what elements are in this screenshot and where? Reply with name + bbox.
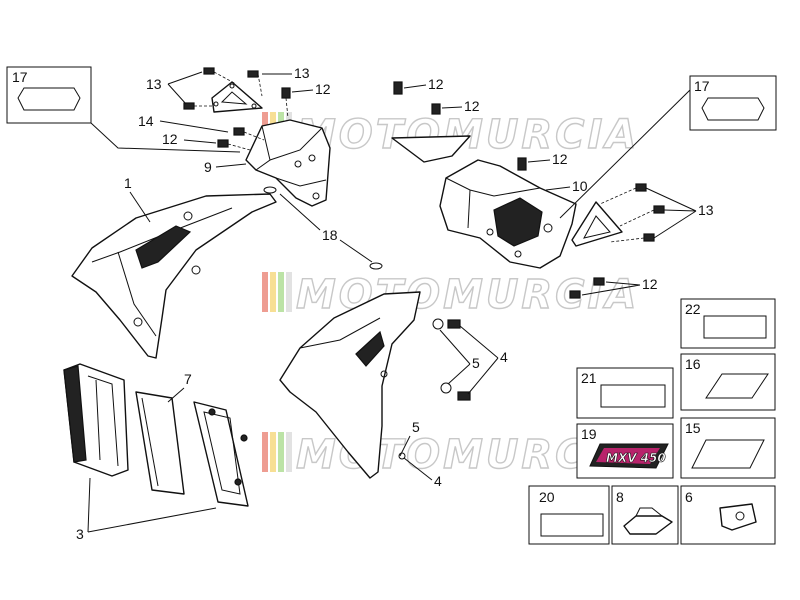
box-17-right: 17 [689,75,777,131]
part-centre-top-clip [391,81,471,163]
box-6: 6 [680,485,776,545]
box-17-left: 17 [6,66,92,124]
callout-18: 18 [322,227,338,243]
callout-12-top-left: 12 [315,81,331,97]
leader-12-right-top [527,159,551,163]
leader-12-top-left [291,89,314,93]
leader-14 [159,120,229,133]
leader-5-upper [439,329,471,385]
part-radiator-frame [193,401,249,507]
leader-10 [545,186,571,191]
box-19: MXV 450 19 [576,423,674,479]
callout-12-left: 12 [162,131,178,147]
callout-12-right-bottom: 12 [642,276,658,292]
leader-1 [129,191,151,223]
part-3-radiator-louvre [63,363,129,477]
callout-5-lower: 5 [412,419,420,435]
callout-10: 10 [572,178,588,194]
leader-12-centre-b [441,106,463,109]
callout-3: 3 [76,526,84,542]
callout-12-centre-a: 12 [428,76,444,92]
part-18-grommet-a [263,186,277,194]
callout-13-top: 13 [294,65,310,81]
box-21: 21 [576,367,674,419]
callout-14: 14 [138,113,154,129]
part-triangle-plate-left [211,81,263,113]
box-19-decal-text: MXV 450 [606,451,666,465]
part-4-5-fasteners [432,318,471,401]
callout-4-lower: 4 [434,473,442,489]
callout-12-centre-b: 12 [464,98,480,114]
part-1-side-panel [71,193,277,359]
leader-4-upper [459,325,499,395]
callout-4-upper: 4 [500,349,508,365]
part-9-bracket [245,119,331,207]
watermark-text-top: MOTOMURCIA [296,112,639,158]
box-19-label: 19 [581,426,597,442]
box-15-label: 15 [685,420,701,436]
box-8: 8 [611,485,679,545]
part-centre-side-panel [279,291,421,479]
leader-18 [279,193,373,263]
box-15: 15 [680,417,776,479]
box-6-label: 6 [685,489,693,505]
part-18-grommet-b [369,262,383,270]
bolt-right-b [569,290,581,299]
box-20: 20 [528,485,610,545]
box-17-left-label: 17 [12,69,28,85]
leader-12-centre-a [403,84,427,89]
leader-7 [167,387,185,403]
box-17-right-label: 17 [694,78,710,94]
leader-9 [215,163,247,168]
box-20-label: 20 [539,489,555,505]
callout-13-right: 13 [698,202,714,218]
leader-4-lower [403,457,433,481]
box-21-label: 21 [581,370,597,386]
leader-12-right-bottom [581,281,641,296]
callout-7: 7 [184,371,192,387]
box-22: 22 [680,298,776,349]
part-10-front-cover [439,157,577,269]
box-22-label: 22 [685,301,701,317]
callout-9: 9 [204,159,212,175]
box-16: 16 [680,353,776,411]
leader-13-left [167,71,203,105]
leader-17-left [90,122,241,153]
leader-12-left [183,139,217,144]
leader-17-right [559,89,691,219]
callout-12-right-top: 12 [552,151,568,167]
part-7-radiator-grille [135,391,185,495]
callout-5-upper: 5 [472,355,480,371]
leader-13-right [645,187,697,239]
bolt-right-a [593,277,605,286]
box-16-label: 16 [685,356,701,372]
callout-13-left: 13 [146,76,162,92]
bolt-set-upper-left [183,67,291,151]
callout-1: 1 [124,175,132,191]
leader-3 [87,477,217,533]
box-8-label: 8 [616,489,624,505]
leader-5-lower [399,435,411,457]
